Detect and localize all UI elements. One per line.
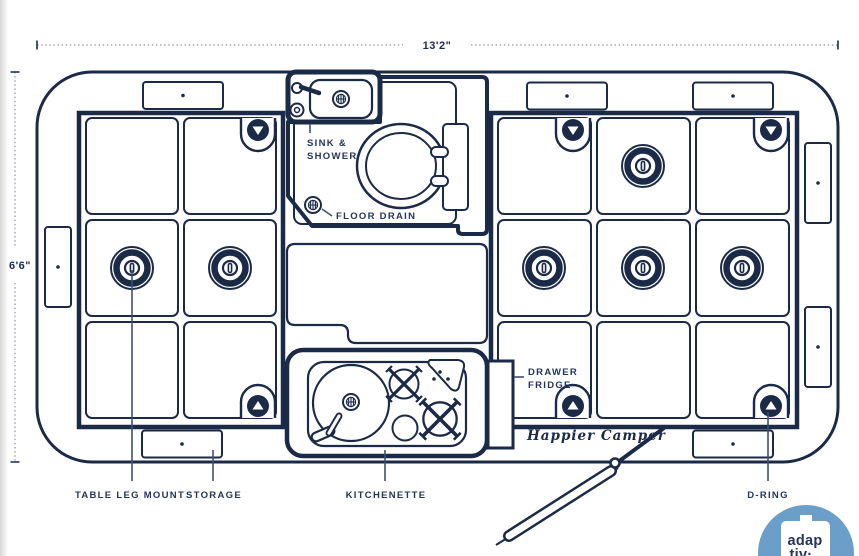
label-floor-drain: FLOOR DRAIN bbox=[336, 211, 416, 222]
logo-door-icon bbox=[781, 521, 830, 556]
callouts: SINK & SHOWER FLOOR DRAIN DRAWER FRIDGE … bbox=[75, 124, 789, 501]
label-sink-shower-1: SINK & bbox=[307, 138, 347, 149]
bathroom bbox=[285, 69, 489, 236]
toilet-tank bbox=[442, 123, 469, 211]
floor-tile bbox=[596, 321, 691, 419]
kitchenette-cabinet bbox=[284, 347, 490, 459]
shower-control-icon bbox=[289, 102, 305, 118]
bathroom-sink bbox=[308, 78, 374, 120]
utensil-caddy bbox=[427, 359, 466, 392]
logo-text-2: tiv· bbox=[790, 547, 813, 556]
floor-tile bbox=[85, 117, 179, 215]
storage-hatch bbox=[804, 306, 832, 388]
adaptiv-logo: adap tiv· bbox=[758, 505, 854, 556]
left-floor-grid bbox=[76, 110, 286, 430]
sink-shower-unit bbox=[285, 69, 383, 125]
d-ring-marker bbox=[239, 116, 277, 153]
floor-tile bbox=[183, 219, 277, 317]
label-sink-shower-2: SHOWER bbox=[307, 151, 358, 162]
floor-tile bbox=[695, 117, 790, 215]
floor-tile bbox=[596, 219, 691, 317]
seat-hinge bbox=[430, 175, 449, 187]
drawer-fridge bbox=[486, 359, 515, 450]
page-edge-shadow bbox=[0, 0, 8, 556]
d-ring-marker bbox=[752, 116, 790, 153]
lounge-platform bbox=[285, 242, 489, 345]
storage-hatch bbox=[44, 226, 72, 308]
width-dimension: 13'2" bbox=[36, 40, 839, 52]
kitchenette bbox=[284, 347, 490, 459]
d-ring-marker bbox=[239, 383, 277, 420]
floor-tile bbox=[497, 117, 592, 215]
label-drawer-fridge-2: FRIDGE bbox=[528, 380, 572, 391]
floor-tile bbox=[183, 117, 277, 215]
label-drawer-fridge-1: DRAWER bbox=[528, 367, 578, 378]
brand-script: Happier Camper bbox=[526, 428, 666, 444]
storage-hatch bbox=[804, 142, 832, 224]
storage-hatch bbox=[526, 81, 608, 111]
kitchenette-counter bbox=[306, 360, 468, 448]
floor-tile bbox=[183, 321, 277, 419]
height-dimension: 6'6" bbox=[9, 71, 31, 463]
label-kitchenette: KITCHENETTE bbox=[346, 490, 427, 501]
kitchen-faucet-icon bbox=[310, 412, 343, 443]
kitchen-sink bbox=[311, 363, 391, 443]
label-d-ring: D-RING bbox=[747, 490, 789, 501]
d-ring-marker bbox=[752, 383, 790, 420]
counter-circle bbox=[391, 414, 419, 442]
seat-hinge bbox=[430, 146, 449, 158]
door-hinge bbox=[609, 457, 621, 469]
width-dimension-label: 13'2" bbox=[423, 40, 452, 52]
storage-hatch bbox=[692, 429, 774, 459]
storage-hatch bbox=[142, 81, 224, 110]
toilet bbox=[355, 122, 469, 211]
storage-hatch bbox=[692, 81, 774, 111]
storage-hatch bbox=[141, 429, 223, 459]
faucet-handle bbox=[298, 84, 322, 96]
d-ring-marker bbox=[554, 116, 592, 153]
floor-tile bbox=[497, 219, 592, 317]
label-table-leg-mount: TABLE LEG MOUNT bbox=[75, 490, 185, 501]
entry-door bbox=[495, 426, 666, 546]
floor-tile bbox=[695, 321, 790, 419]
logo-text-1: adap bbox=[787, 533, 822, 549]
label-storage: STORAGE bbox=[186, 490, 242, 501]
door-jamb bbox=[616, 426, 666, 464]
height-dimension-label: 6'6" bbox=[9, 260, 31, 272]
floor-tile bbox=[695, 219, 790, 317]
floor-tile bbox=[596, 117, 691, 215]
